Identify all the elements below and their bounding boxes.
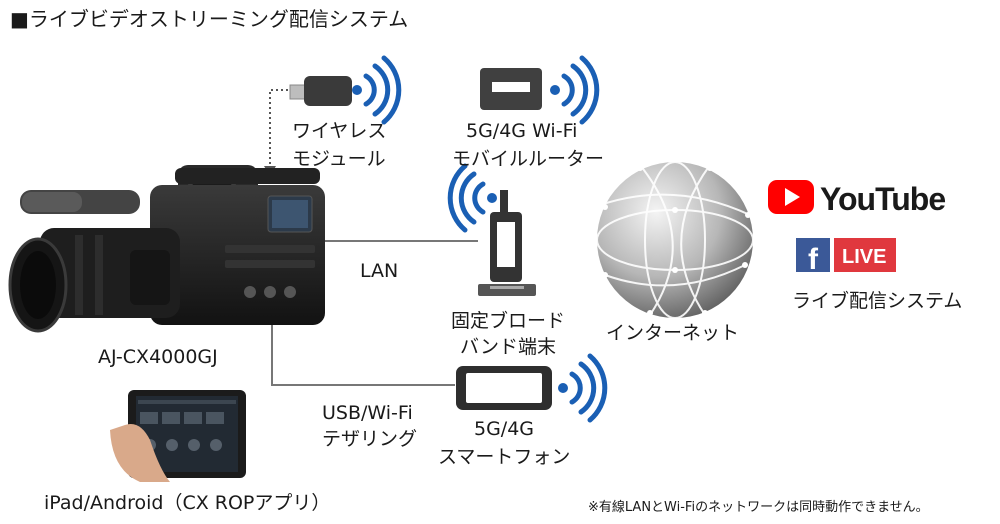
facebook-live-logo: f LIVE bbox=[796, 238, 896, 276]
wireless-module-label-2: モジュール bbox=[292, 148, 386, 170]
facebook-f: f bbox=[808, 243, 819, 276]
mobile-router-label-1: 5G/4G Wi-Fi bbox=[466, 120, 578, 142]
wireless-module-label-1: ワイヤレス bbox=[292, 120, 387, 142]
youtube-logo: YouTube bbox=[768, 180, 946, 217]
internet-label: インターネット bbox=[606, 322, 740, 344]
router-icon bbox=[480, 68, 542, 110]
youtube-wordmark: YouTube bbox=[820, 181, 945, 217]
camera-icon bbox=[8, 165, 325, 333]
wifi-icon bbox=[352, 55, 402, 125]
tethering-label-1: USB/Wi-Fi bbox=[322, 402, 413, 424]
tablet-icon bbox=[110, 390, 246, 482]
globe-icon bbox=[596, 161, 754, 319]
broadband-label-2: バンド端末 bbox=[460, 336, 556, 358]
broadband-label-1: 固定ブロード bbox=[451, 310, 566, 332]
module-dotted-line bbox=[269, 89, 288, 168]
services-label: ライブ配信システム bbox=[792, 290, 963, 312]
wifi-icon bbox=[447, 163, 497, 233]
mobile-router-label-2: モバイルルーター bbox=[452, 148, 605, 170]
footnote: ※有線LANとWi-Fiのネットワークは同時動作できません。 bbox=[588, 500, 929, 515]
tethering-label-2: テザリング bbox=[322, 428, 418, 450]
tablet-label: iPad/Android（CX ROPアプリ） bbox=[44, 492, 331, 514]
phone-icon bbox=[456, 366, 552, 410]
broadband-terminal-icon bbox=[478, 190, 536, 296]
camera-label: AJ-CX4000GJ bbox=[98, 346, 218, 368]
lan-label: LAN bbox=[360, 260, 399, 282]
usb-line bbox=[271, 300, 455, 386]
smartphone-label-1: 5G/4G bbox=[474, 418, 535, 440]
wifi-icon bbox=[558, 353, 608, 423]
usb-dongle-icon bbox=[289, 76, 352, 106]
smartphone-label-2: スマートフォン bbox=[438, 446, 571, 468]
page-title: ■ライブビデオストリーミング配信システム bbox=[10, 7, 409, 31]
live-text: LIVE bbox=[842, 246, 886, 268]
wifi-icon bbox=[550, 55, 600, 125]
